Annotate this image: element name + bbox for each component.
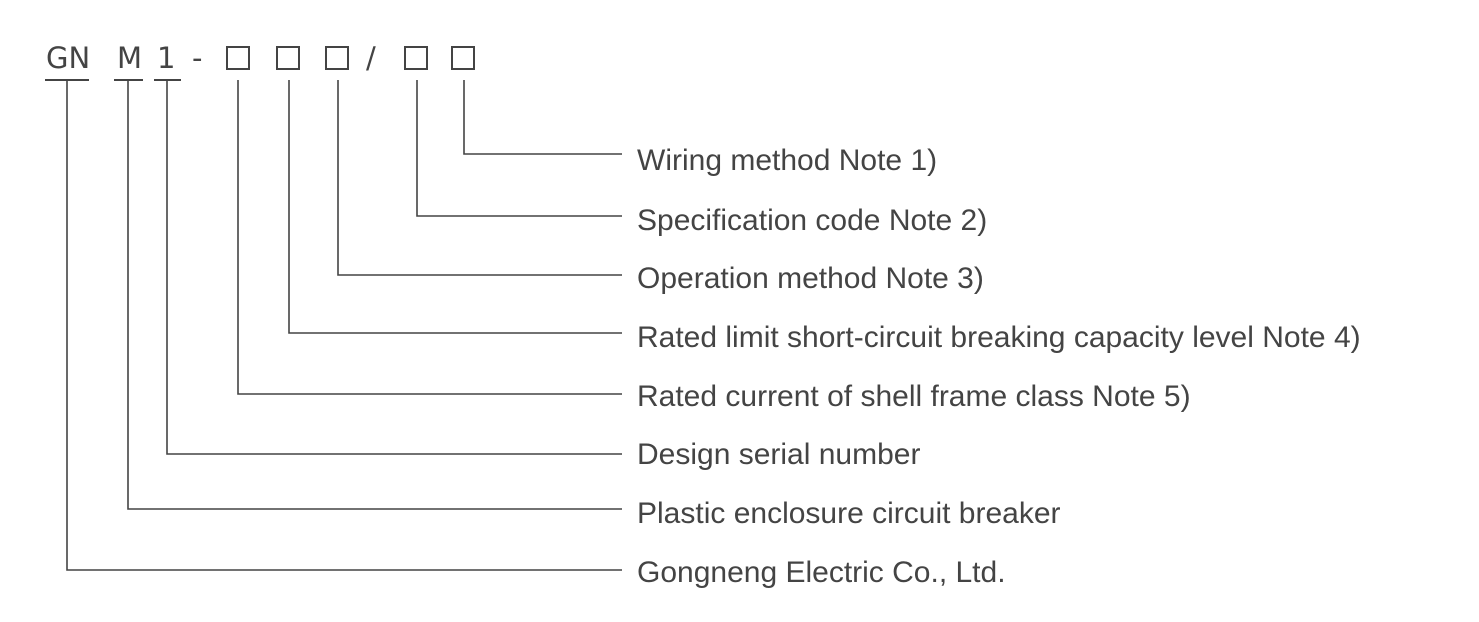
leader-rated-current [237,80,622,395]
code-prefix: GN [46,41,90,75]
labels: Wiring method Note 1) Specification code… [637,144,1361,589]
model-code: GN M 1 - / [45,41,475,81]
code-placeholder-box-5 [451,46,475,70]
label-rated-current: Rated current of shell frame class Note … [637,380,1191,413]
leader-lines [66,80,622,571]
label-operation-method: Operation method Note 3) [637,262,984,295]
label-design-serial: Design serial number [637,438,920,471]
code-placeholder-box-3 [325,46,349,70]
leader-wiring [463,80,622,155]
label-breaking-capacity: Rated limit short-circuit breaking capac… [637,321,1361,354]
leader-enclosure [127,80,622,510]
label-enclosure: Plastic enclosure circuit breaker [637,497,1061,530]
leader-breaking-capacity [288,80,622,334]
code-slash: / [366,41,376,75]
code-placeholder-box-2 [276,46,300,70]
label-specification-code: Specification code Note 2) [637,204,987,237]
leader-company [66,80,622,571]
code-serial-digit: 1 [157,41,175,75]
code-type-letter: M [117,41,142,75]
code-dash: - [192,41,202,75]
label-wiring-method: Wiring method Note 1) [637,144,937,177]
label-company: Gongneng Electric Co., Ltd. [637,556,1006,589]
code-placeholder-box-4 [404,46,428,70]
leader-specification [416,80,622,217]
leader-design-serial [166,80,622,455]
leader-operation [337,80,622,276]
code-placeholder-box-1 [226,46,250,70]
